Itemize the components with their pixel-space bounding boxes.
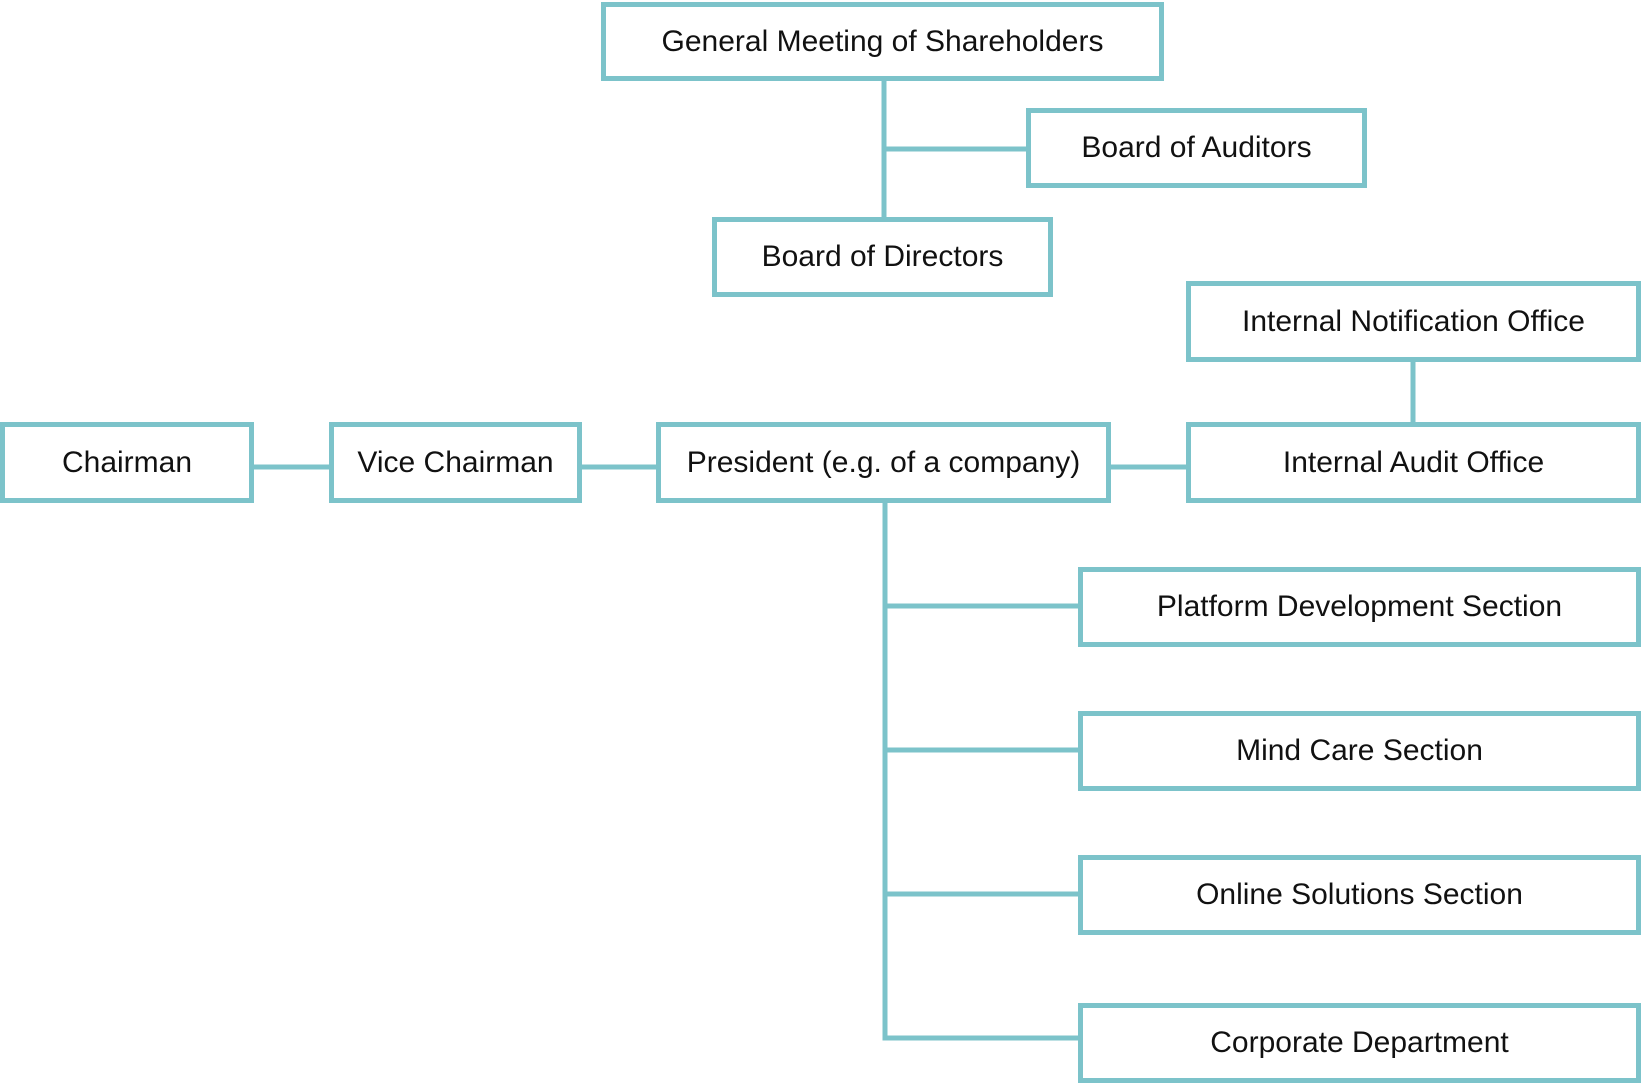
node-vice-chairman: Vice Chairman: [329, 422, 582, 503]
node-label: Online Solutions Section: [1196, 878, 1523, 911]
node-president: President (e.g. of a company): [656, 422, 1111, 503]
node-internal-notification-office: Internal Notification Office: [1186, 281, 1641, 362]
node-mind-care-section: Mind Care Section: [1078, 711, 1641, 791]
node-board-of-directors: Board of Directors: [712, 217, 1053, 297]
node-label: Mind Care Section: [1236, 734, 1483, 767]
node-label: Internal Notification Office: [1242, 304, 1585, 338]
node-internal-audit-office: Internal Audit Office: [1186, 422, 1641, 503]
node-general-meeting-of-shareholders: General Meeting of Shareholders: [601, 2, 1164, 81]
node-label: Vice Chairman: [357, 445, 554, 479]
node-label: Board of Auditors: [1081, 131, 1312, 164]
node-label: Platform Development Section: [1156, 590, 1563, 623]
node-label: President (e.g. of a company): [686, 445, 1081, 479]
node-online-solutions-section: Online Solutions Section: [1078, 855, 1641, 935]
node-board-of-auditors: Board of Auditors: [1026, 108, 1367, 188]
node-label: Internal Audit Office: [1282, 445, 1545, 479]
node-corporate-department: Corporate Department: [1078, 1003, 1641, 1083]
node-label: Chairman: [61, 445, 193, 479]
node-label: Corporate Department: [1210, 1026, 1509, 1059]
node-platform-development-section: Platform Development Section: [1078, 567, 1641, 647]
node-label: Board of Directors: [761, 240, 1004, 273]
node-label: General Meeting of Shareholders: [661, 24, 1104, 58]
node-chairman: Chairman: [0, 422, 254, 503]
